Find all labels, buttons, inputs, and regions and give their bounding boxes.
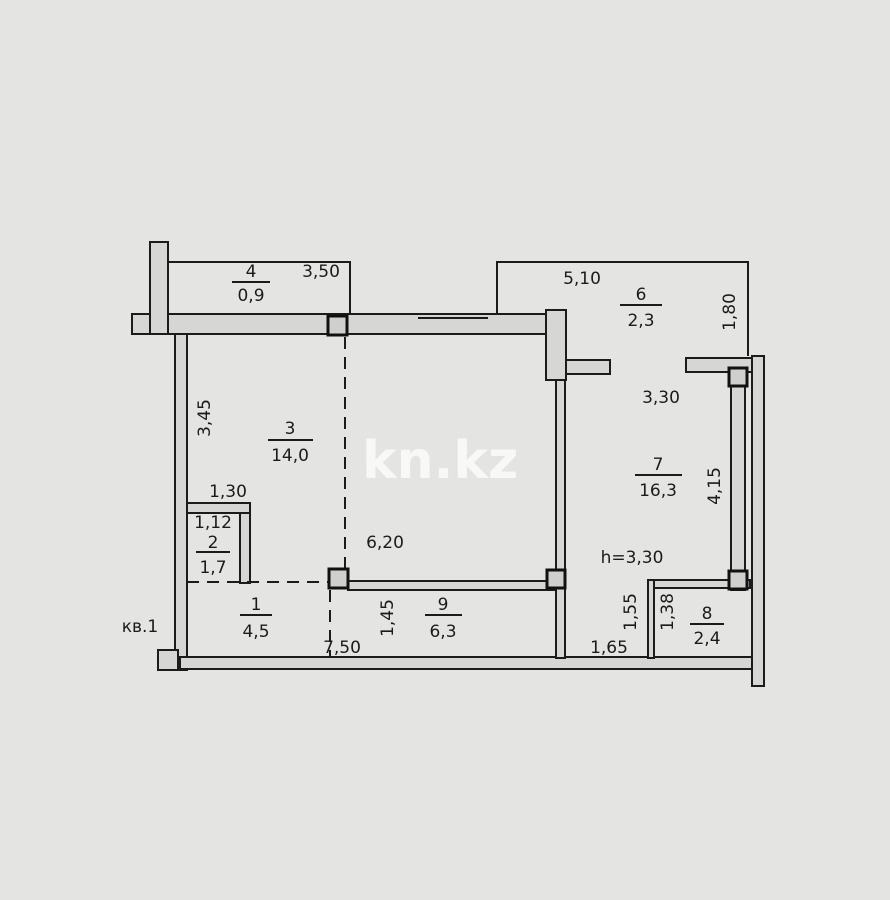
- room-8-area: 2,4: [693, 629, 720, 649]
- dim-corridor-width: 1,65: [590, 638, 628, 658]
- room-3-number: 3: [285, 419, 296, 439]
- room-6-area: 2,3: [627, 311, 654, 331]
- entry-door: [157, 649, 179, 671]
- columns: [326, 314, 749, 591]
- wall-mid: [555, 379, 566, 659]
- balcony-outlines: [168, 261, 749, 356]
- wall-balcony4-post: [149, 241, 169, 335]
- dim-balcony6-depth: 1,80: [720, 293, 740, 331]
- walls: [131, 241, 765, 687]
- ceiling-height: h=3,30: [601, 548, 664, 568]
- column: [326, 314, 349, 337]
- dim-room3-depth: 3,45: [195, 399, 215, 437]
- room-9-number: 9: [438, 595, 449, 615]
- wall-right: [730, 371, 746, 591]
- wall-room8-left: [647, 579, 655, 659]
- wall-left: [174, 333, 188, 671]
- column: [327, 567, 350, 590]
- column: [727, 366, 749, 388]
- column: [727, 569, 749, 591]
- wall-right-outer: [751, 355, 765, 687]
- room-2-area: 1,7: [199, 558, 226, 578]
- dim-room2-depth: 1,12: [194, 513, 232, 533]
- wall-room9-top: [347, 580, 557, 591]
- dim-room2-width: 1,30: [209, 482, 247, 502]
- balcony-4-outline: [168, 261, 351, 314]
- dim-room8-depth-a: 1,55: [621, 593, 641, 631]
- fraction-lines: [196, 281, 724, 625]
- room-boundaries: [187, 337, 346, 657]
- room-9-area: 6,3: [429, 622, 456, 642]
- room-7-number: 7: [653, 455, 664, 475]
- room-2-number: 2: [208, 533, 219, 553]
- dim-room9-depth: 1,45: [378, 599, 398, 637]
- room-4-number: 4: [246, 262, 257, 282]
- balcony-6-outline: [496, 261, 749, 356]
- wall-step: [545, 309, 567, 381]
- dim-balcony4-width: 3,50: [302, 262, 340, 282]
- wall-bottom: [179, 656, 753, 670]
- room-1-area: 4,5: [242, 622, 269, 642]
- room-1-number: 1: [251, 595, 262, 615]
- dim-room7-width: 3,30: [642, 388, 680, 408]
- room-8-number: 8: [702, 604, 713, 624]
- room-6-number: 6: [636, 285, 647, 305]
- wall-room2-side: [239, 512, 251, 584]
- dim-room8-depth-b: 1,38: [658, 593, 678, 631]
- wall-room7-top: [565, 359, 611, 375]
- column: [545, 568, 567, 590]
- dim-total-length: 7,50: [323, 638, 361, 658]
- wall-room2: [186, 502, 251, 514]
- room-7-area: 16,3: [639, 481, 677, 501]
- room-4-area: 0,9: [237, 286, 264, 306]
- dim-room3-length: 6,20: [366, 533, 404, 553]
- watermark-logo: kn.kz: [362, 431, 518, 491]
- room-3-area: 14,0: [271, 446, 309, 466]
- dim-balcony6-width: 5,10: [563, 269, 601, 289]
- dim-room7-depth: 4,15: [705, 467, 725, 505]
- apartment-label: кв.1: [122, 617, 159, 637]
